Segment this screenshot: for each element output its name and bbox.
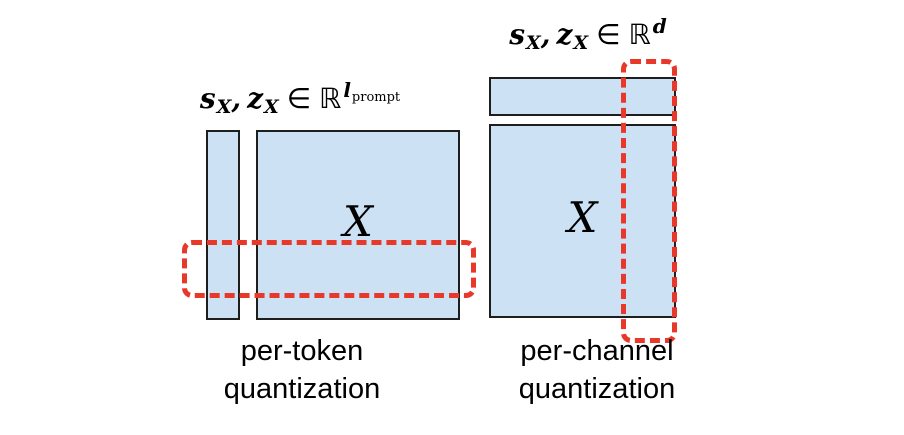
per-token-scale-vector [206,130,240,320]
formula-s-subscript: X [216,96,232,118]
per-token-caption: per-token quantization [180,332,424,409]
formula-comma: , [540,18,551,51]
matrix-x-label: X [567,192,598,242]
element-of-symbol: ∈ [286,82,312,115]
per-channel-matrix: X [489,124,676,318]
per-channel-caption-line1: per-channel [520,335,674,367]
formula-var-z: z [247,82,263,115]
matrix-x-label: X [343,196,373,246]
per-channel-caption: per-channel quantization [475,332,719,409]
formula-exponent-prompt-subscript: prompt [351,90,401,105]
per-token-highlight [182,240,476,298]
formula-var-s: s [509,18,526,51]
real-numbers-symbol: ℝ [628,18,651,51]
per-channel-caption-line2: quantization [518,373,676,406]
per-token-caption-line1: per-token [240,335,364,367]
formula-exponent: d [653,14,667,38]
real-numbers-symbol: ℝ [319,82,342,115]
per-token-caption-line2: quantization [223,373,381,406]
formula-z-subscript: X [573,32,589,54]
formula-var-s: s [199,82,216,115]
formula-s-subscript: X [526,32,541,54]
element-of-symbol: ∈ [596,18,621,51]
formula-var-z: z [556,18,573,51]
per-token-matrix: X [256,130,460,320]
formula-comma: , [231,82,242,115]
per-channel-highlight [621,59,677,343]
formula-z-subscript: X [263,96,279,118]
per-channel-scale-vector [489,77,676,116]
formula-exponent: lprompt [343,78,401,105]
formula-exponent-var-l: l [343,78,351,102]
formula-exponent-var-d: d [652,14,667,38]
